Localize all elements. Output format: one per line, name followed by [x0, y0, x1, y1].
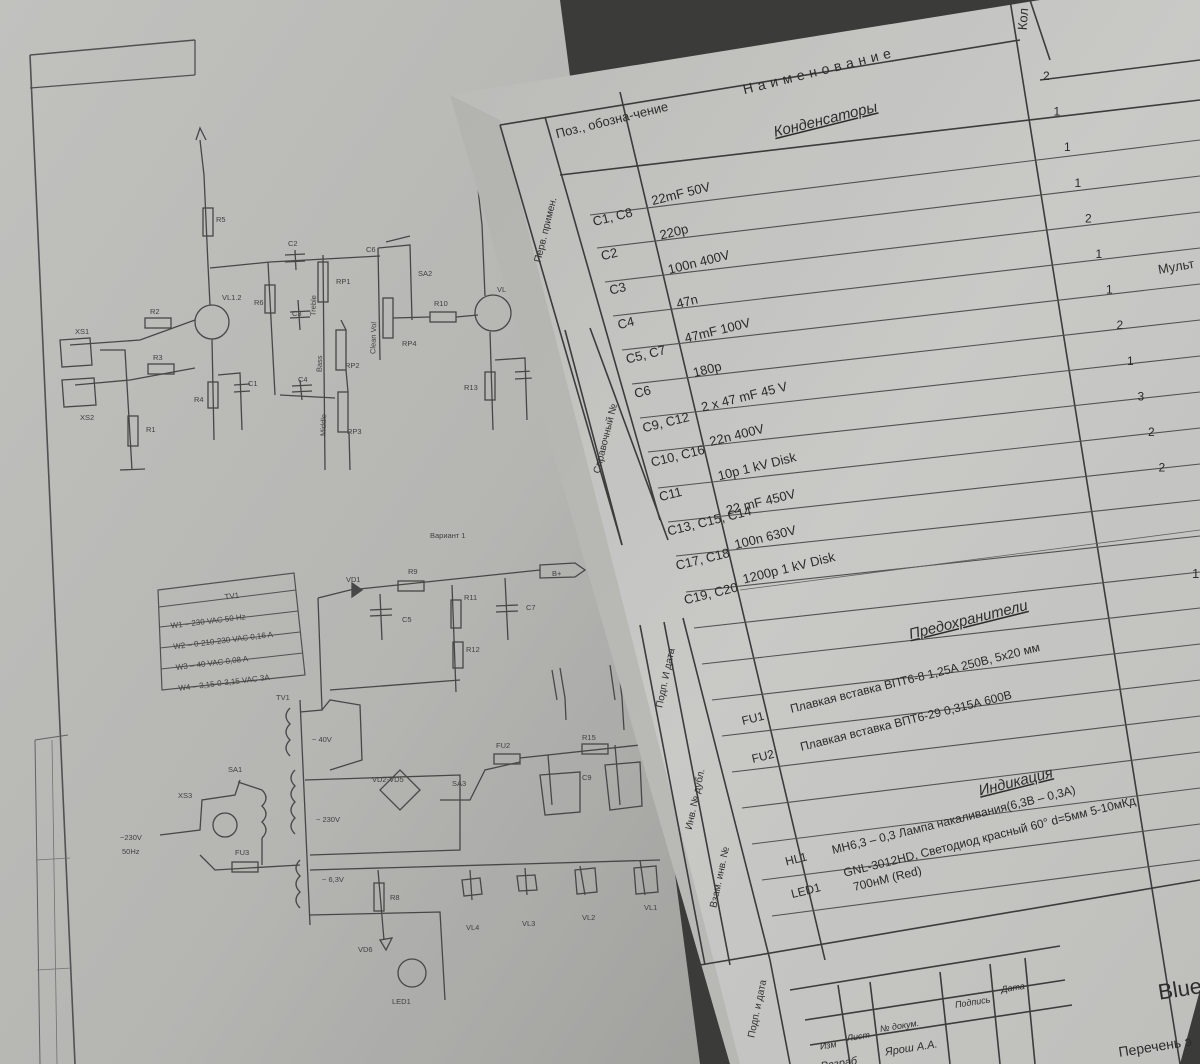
tb-list: Лист	[845, 1030, 871, 1044]
capacitor-qty: 2	[1117, 318, 1124, 332]
capacitor-name: 47n	[675, 291, 700, 311]
label-c3: C3	[292, 309, 302, 318]
extra-right-label: Мульт	[1157, 256, 1196, 277]
label-xs3: XS3	[178, 791, 192, 800]
fuse-pos-fu2: FU2	[750, 747, 776, 766]
capacitor-pos: C3	[608, 279, 628, 298]
component-labels: R5 C2 RP1 C6 SA2 R10 VL VL1.2 R6 C3 RP4 …	[75, 215, 657, 1006]
label-mains: ~230V	[120, 833, 142, 842]
capacitor-row: C6 180p	[633, 359, 723, 401]
capacitor-qty: 3	[1138, 389, 1145, 403]
label-clean-vol: Clean Vol	[368, 321, 378, 354]
capacitor-qty: 1	[1075, 176, 1082, 190]
label-c6: C6	[366, 245, 376, 254]
label-vd2-vd5: VD2-VD5	[372, 775, 404, 784]
label-r15: R15	[582, 733, 596, 742]
label-vl2: VL2	[582, 913, 595, 922]
label-r11: R11	[464, 593, 477, 602]
label-rp2: RP2	[345, 361, 360, 370]
label-r2: R2	[150, 307, 160, 316]
label-v40: ~ 40V	[312, 735, 332, 744]
label-fu3: FU3	[235, 848, 249, 857]
ind-pos-hl1: HL1	[784, 850, 809, 869]
tb-doc-title: Blue	[1156, 973, 1200, 1005]
label-bass: Bass	[315, 355, 325, 372]
label-r9: R9	[408, 567, 418, 576]
label-xs2: XS2	[80, 413, 94, 422]
label-vl1: VL1	[644, 903, 657, 912]
label-bus: B+	[552, 569, 562, 578]
capacitor-row: C4 47n	[616, 291, 700, 333]
capacitor-qty: 1	[1127, 354, 1134, 368]
spec-sheet: Наименование Поз., обозна-чение Кол Перв…	[450, 0, 1200, 1064]
label-xs1: XS1	[75, 327, 89, 336]
label-vl12: VL1.2	[222, 293, 242, 302]
label-r12: R12	[466, 645, 480, 654]
capacitor-qty: 1	[1096, 247, 1103, 261]
label-led1: LED1	[392, 997, 411, 1006]
label-vd6: VD6	[358, 945, 373, 954]
label-vl: VL	[497, 285, 506, 294]
label-r10: R10	[434, 299, 448, 308]
capacitor-qty: 2	[1159, 461, 1166, 475]
title-block: Изм Лист № докум. Подпись Дата Разраб Яр…	[819, 973, 1200, 1064]
extra-right-qty: 1	[1192, 566, 1199, 581]
label-r6: R6	[254, 298, 264, 307]
capacitor-qty: 2	[1085, 211, 1092, 225]
label-fu2: FU2	[496, 741, 510, 750]
capacitor-pos: C11	[657, 484, 683, 504]
capacitor-qty: 1	[1054, 105, 1061, 119]
capacitor-name: 180p	[691, 359, 723, 381]
fuse-pos-fu1: FU1	[740, 709, 766, 728]
label-vd1: VD1	[346, 575, 361, 584]
label-c1: C1	[248, 379, 258, 388]
label-r3: R3	[153, 353, 163, 362]
tb-data: Дата	[999, 981, 1025, 995]
label-r5: R5	[216, 215, 226, 224]
label-r13: R13	[464, 383, 478, 392]
capacitor-pos: C4	[616, 314, 636, 333]
label-r4: R4	[194, 395, 204, 404]
label-rp1: RP1	[336, 277, 351, 286]
tb-razrab: Разраб	[820, 1055, 859, 1064]
label-treble: Treble	[308, 295, 318, 316]
label-variant: Вариант 1	[430, 531, 466, 540]
capacitor-pos: C2	[599, 245, 619, 264]
label-tv1: TV1	[276, 693, 290, 702]
capacitor-qty: 2	[1148, 425, 1155, 439]
tv1-title: TV1	[224, 591, 240, 602]
header-qty: Кол	[1015, 7, 1032, 30]
label-mains-sub: 50Hz	[122, 847, 140, 856]
label-c7: C7	[526, 603, 536, 612]
capacitor-name: 220p	[658, 221, 690, 243]
label-rp3: RP3	[347, 427, 362, 436]
capacitor-qty: 2	[1043, 69, 1050, 83]
label-sa3: SA3	[452, 779, 466, 788]
label-rp4: RP4	[402, 339, 417, 348]
capacitor-qty: 1	[1064, 140, 1071, 154]
label-middle: Middle	[318, 414, 328, 436]
label-r1: R1	[146, 425, 156, 434]
capacitor-pos: C6	[633, 382, 653, 401]
capacitor-qty: 1	[1106, 283, 1113, 297]
label-c5: C5	[402, 615, 412, 624]
label-vl3: VL3	[522, 919, 535, 928]
label-sa1: SA1	[228, 765, 242, 774]
label-sa2: SA2	[418, 269, 432, 278]
capacitor-row: C2 220p	[599, 221, 690, 264]
tb-izm: Изм	[819, 1039, 837, 1051]
label-vl4: VL4	[466, 923, 479, 932]
label-c2: C2	[288, 239, 298, 248]
label-v63: ~ 6,3V	[322, 875, 344, 884]
label-r8: R8	[390, 893, 400, 902]
label-v230: ~ 230V	[316, 815, 340, 824]
label-c9: C9	[582, 773, 592, 782]
label-c4: C4	[298, 375, 308, 384]
